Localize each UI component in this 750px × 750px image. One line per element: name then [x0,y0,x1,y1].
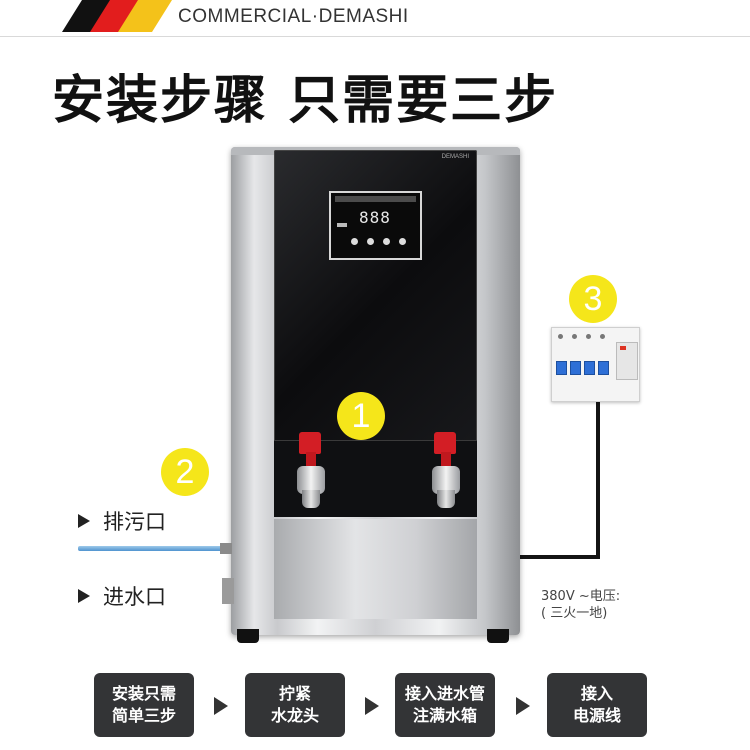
control-button-1[interactable] [351,238,358,245]
control-panel[interactable]: 888 [329,191,422,260]
faucet-neck [441,452,451,468]
step-box-4-line1: 接入 [580,684,613,703]
step-box-1-line1: 安装只需 [111,684,176,703]
step-box-2-line2: 水龙头 [270,706,319,725]
step-box-3-line1: 接入进水管 [404,684,485,703]
water-boiler-machine: DEMASHI 888 [231,147,520,643]
faucet-spout [302,490,320,508]
faucet-neck [306,452,316,468]
machine-lower-panel [274,519,477,619]
circuit-breaker [551,327,640,402]
step-box-2-line1: 拧紧 [278,684,311,703]
voltage-note: 380V ~电压: ( 三火一地) [541,588,620,622]
breaker-switch[interactable] [598,361,609,375]
faucet-body [297,466,325,494]
control-button-2[interactable] [367,238,374,245]
digital-display: 888 [359,208,391,227]
step-box-3-line2: 注满水箱 [412,706,477,725]
step-box-1-line2: 简单三步 [111,706,176,725]
machine-foot-right [487,629,509,643]
water-inlet-pipe [78,546,228,551]
step-arrow-icon [516,697,530,715]
indicator-light [337,223,347,227]
play-arrow-icon [78,589,90,603]
breaker-test-button[interactable] [620,346,626,350]
header-divider [0,36,750,37]
step-arrow-icon [365,697,379,715]
control-button-4[interactable] [399,238,406,245]
brand-name: COMMERCIAL·DEMASHI [178,6,409,27]
faucet-right[interactable] [426,432,466,512]
faucet-body [432,466,460,494]
header-bar: COMMERCIAL·DEMASHI [0,0,750,38]
voltage-note-line2: ( 三火一地) [541,606,608,621]
step-box-4-line2: 电源线 [572,706,621,725]
control-button-3[interactable] [383,238,390,245]
step-box-2: 拧紧 水龙头 [245,673,345,737]
inlet-label: 进水口 [103,585,166,609]
power-cable-horizontal [518,555,600,559]
drain-fitting [222,578,234,604]
play-arrow-icon [78,514,90,528]
step-marker-1: 1 [337,392,385,440]
breaker-terminal [600,334,605,339]
breaker-switch[interactable] [556,361,567,375]
drain-label: 排污口 [103,510,166,534]
step-box-3: 接入进水管 注满水箱 [395,673,495,737]
machine-foot-left [237,629,259,643]
step-box-1: 安装只需 简单三步 [94,673,194,737]
machine-front-panel: DEMASHI 888 [274,150,477,517]
page-title: 安装步骤 只需要三步 [52,71,559,131]
faucet-handle-icon [434,432,456,454]
step-arrow-icon [214,697,228,715]
control-panel-title-strip [335,196,416,202]
breaker-terminal [586,334,591,339]
step-marker-2: 2 [161,448,209,496]
breaker-terminal [558,334,563,339]
step-box-4: 接入 电源线 [547,673,647,737]
faucet-spout [437,490,455,508]
breaker-side-module [616,342,638,380]
breaker-switch[interactable] [584,361,595,375]
voltage-note-line1: 380V ~电压: [541,589,621,604]
pipe-connector [220,543,232,554]
step-marker-3: 3 [569,275,617,323]
faucet-left[interactable] [291,432,331,512]
breaker-switch[interactable] [570,361,581,375]
panel-brand-text: DEMASHI [441,154,469,160]
power-cable-vertical [596,401,600,559]
breaker-terminal [572,334,577,339]
faucet-handle-icon [299,432,321,454]
